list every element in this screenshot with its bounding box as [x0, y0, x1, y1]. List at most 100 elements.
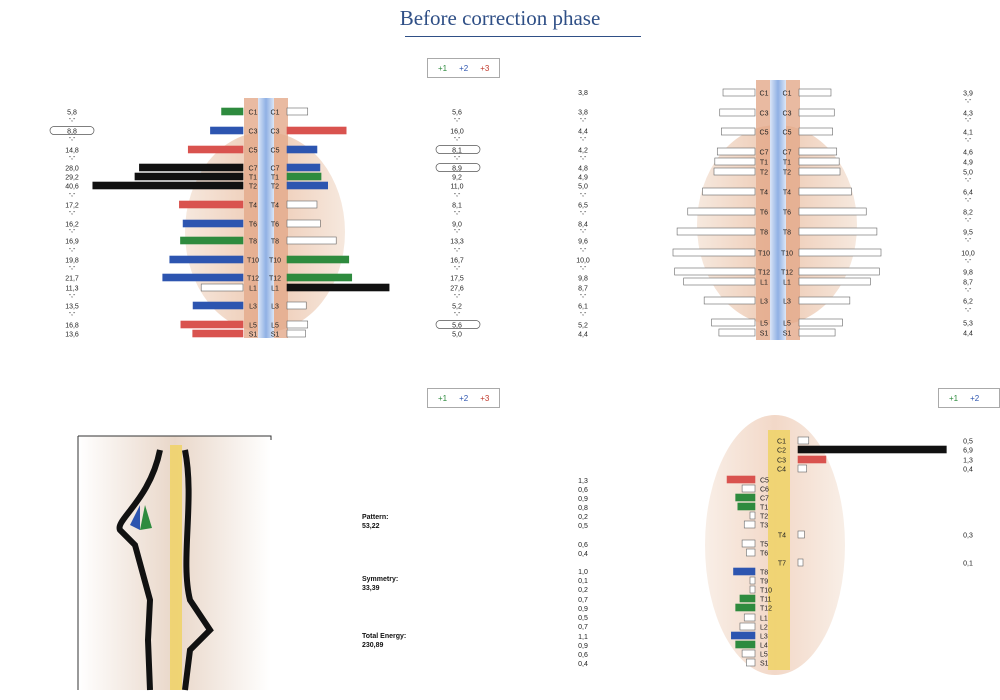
value-left: 29,2 [65, 175, 79, 182]
bar-right [797, 530, 805, 539]
value-bottom: 0,8 [578, 505, 588, 512]
symmetry-value: 33,39 [362, 585, 380, 592]
value-left: 13,5 [65, 304, 79, 311]
bar-left [672, 248, 756, 257]
vertebra-label-right: C7 [271, 166, 280, 173]
dash-left: -,- [69, 135, 76, 142]
vertebra-label: T5 [760, 542, 768, 549]
dash-right: -,- [454, 264, 461, 271]
dash-right: -,- [965, 176, 972, 183]
dash-third: -,- [580, 116, 587, 123]
vertebra-label: T7 [778, 561, 786, 568]
vertebra-label-right: T12 [269, 276, 281, 283]
value-left: 8,8 [67, 129, 77, 136]
vertebra-label-right: T10 [781, 251, 793, 258]
symmetry-label: Symmetry: [362, 576, 399, 583]
bar-right [286, 200, 318, 209]
vertebra-label: C5 [760, 478, 769, 485]
legend-plus2: +2 [970, 393, 980, 403]
dash-third: -,- [580, 154, 587, 161]
value-right: 8,2 [963, 210, 973, 217]
dash-third: -,- [580, 191, 587, 198]
vertebra-label-left: T12 [247, 276, 259, 283]
value-bottom: 0,5 [578, 523, 588, 530]
bar-left [192, 329, 244, 338]
value-right: 9,8 [963, 270, 973, 277]
energy-value: 230,89 [362, 642, 384, 649]
value-bottom: 0,2 [578, 514, 588, 521]
value-right: 6,4 [963, 190, 973, 197]
vertebra-label-right: T1 [783, 160, 791, 167]
bar-right [798, 187, 852, 196]
value-right: 16,7 [450, 258, 464, 265]
vertebra-label-right: L1 [271, 286, 279, 293]
value-right: 0,3 [963, 533, 973, 540]
vertebra-label-left: T1 [249, 175, 257, 182]
energy-stat: Total Energy: 230,89 [362, 632, 406, 650]
bar-left [714, 157, 756, 166]
vertebra-label: T11 [760, 597, 772, 604]
vertebra-label-left: T6 [249, 222, 257, 229]
dash-right: -,- [965, 306, 972, 313]
value-right: 8,1 [452, 203, 462, 210]
vertebra-label-left: T8 [760, 230, 768, 237]
dash-third: -,- [580, 227, 587, 234]
bar-right [798, 108, 835, 117]
bar-right [286, 172, 322, 181]
value-right: 1,3 [963, 458, 973, 465]
vertebra-label-left: C1 [760, 91, 769, 98]
vertebra-label-left: C3 [760, 111, 769, 118]
bar-left [739, 594, 756, 603]
bar-right [797, 455, 827, 464]
vertebra-label: L4 [760, 643, 768, 650]
vertebra-label-left: T2 [760, 170, 768, 177]
value-bottom: 0,4 [578, 661, 588, 668]
bar-right [286, 107, 309, 116]
dash-right: -,- [454, 246, 461, 253]
vertebra-label-right: C1 [783, 91, 792, 98]
bar-left [735, 640, 756, 649]
bar-left [743, 520, 756, 529]
symmetry-stat: Symmetry: 33,39 [362, 575, 398, 593]
value-right: 13,3 [450, 239, 464, 246]
anatomy-bottom-right [705, 415, 845, 675]
value-bottom: 0,6 [578, 542, 588, 549]
value-bottom: 0,1 [578, 578, 588, 585]
value-bottom: 1,0 [578, 569, 588, 576]
vertebra-label: L2 [760, 625, 768, 632]
vertebra-label-right: C7 [783, 150, 792, 157]
vertebra-label-right: T8 [271, 239, 279, 246]
value-right: 6,2 [963, 299, 973, 306]
bar-right [798, 147, 838, 156]
vertebra-label-left: T12 [758, 270, 770, 277]
bar-right [798, 267, 880, 276]
dash-left: -,- [69, 264, 76, 271]
dash-right: -,- [965, 257, 972, 264]
bar-right [798, 277, 871, 286]
bar-left [221, 107, 244, 116]
bar-left [200, 283, 244, 292]
vertebra-label-right: L5 [783, 321, 791, 328]
bar-left [683, 277, 756, 286]
chart-bottom-middle: 1,30,60,90,80,20,50,60,41,00,10,20,70,90… [578, 478, 588, 668]
legend-plus2: +2 [459, 393, 469, 403]
spine-pattern-image [77, 435, 272, 691]
value-left: 5,8 [67, 110, 77, 117]
value-third: 6,1 [578, 304, 588, 311]
bar-right [797, 558, 804, 567]
bar-left [716, 147, 756, 156]
bar-left [741, 539, 756, 548]
vertebra-label: C4 [777, 467, 786, 474]
bar-left [739, 622, 756, 631]
bar-left [741, 484, 756, 493]
bar-right [797, 464, 807, 473]
value-bottom: 0,6 [578, 487, 588, 494]
bar-left [711, 318, 756, 327]
legend-plus2: +2 [459, 63, 469, 73]
vertebra-label-left: C5 [249, 148, 258, 155]
dash-right: -,- [454, 209, 461, 216]
value-right: 17,5 [450, 276, 464, 283]
vertebra-label: T10 [760, 588, 772, 595]
value-bottom: 0,6 [578, 652, 588, 659]
